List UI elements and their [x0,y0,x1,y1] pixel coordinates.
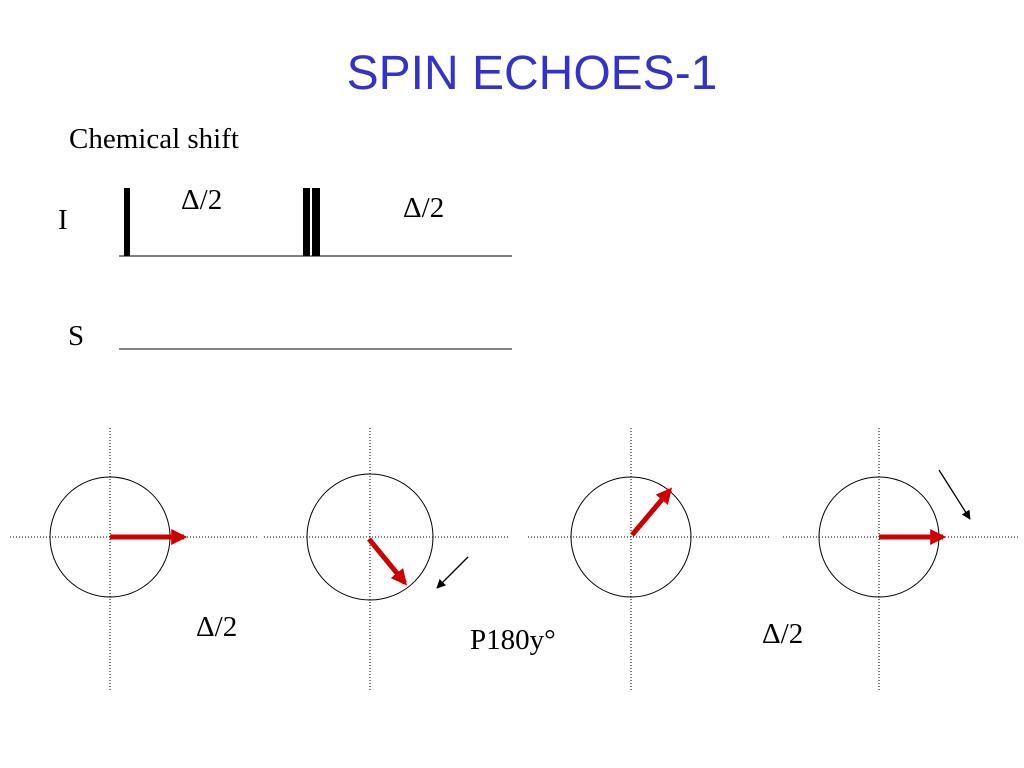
delay-label-2: Δ/2 [403,192,445,224]
pulse-180-bar-right [312,188,320,256]
vector-diagram-1 [10,428,258,690]
precession-circle [570,476,692,598]
channel-s-label: S [68,320,85,352]
step-label-delay-2: Δ/2 [762,618,804,650]
pulse-90 [124,188,130,256]
magnetization-arrow [367,537,408,586]
slide-subtitle: Chemical shift [69,123,239,155]
channel-i-label: I [58,204,68,236]
pulse-180-bar-left [303,188,310,256]
slide-title: SPIN ECHOES-1 [346,47,718,100]
vector-diagram-2 [264,428,510,690]
vector-diagram-4 [783,428,1020,690]
magnetization-arrow [630,487,673,537]
delay-label-1: Δ/2 [181,184,223,216]
step-label-pulse: P180y° [470,624,556,656]
precession-direction-arrow [938,469,971,520]
precession-direction-arrow [436,556,469,589]
step-label-delay-1: Δ/2 [196,611,238,643]
precession-circle [306,473,434,601]
vector-diagram-3 [528,428,770,690]
